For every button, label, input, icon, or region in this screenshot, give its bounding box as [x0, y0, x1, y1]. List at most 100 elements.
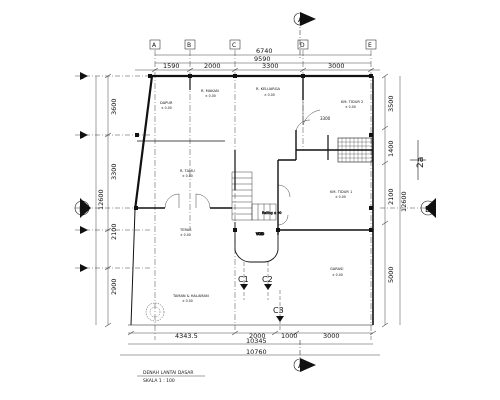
room-name: GARASI [330, 267, 343, 271]
section-marker-2a: 2a [410, 140, 426, 180]
dim-left-seg: 3300 [110, 163, 118, 180]
bathroom-hatch [337, 137, 373, 163]
section-marker-c3: C3 [273, 290, 284, 330]
grid-labels-top: A B C D E [149, 39, 377, 50]
dim-bottom-mid: 10345 [246, 337, 267, 345]
section-label: C2 [262, 275, 273, 284]
room-level: ± 0.00 [264, 93, 275, 97]
grid-label-text: 4 [80, 266, 84, 273]
grid-label-3: 3 [75, 226, 150, 235]
room-name: KM. TIDUR 1 [330, 190, 352, 194]
dimensions-bottom: 4343.5 2000 1000 3000 10345 10760 [120, 330, 380, 356]
dim-bottom-seg: 4343.5 [175, 332, 198, 340]
room-level: ± 0.00 [345, 105, 356, 109]
dim-right-seg: 5000 [387, 266, 395, 283]
section-marker-c2: C2 [262, 262, 273, 300]
dimensions-top: 6740 9590 1590 2000 3300 3000 [135, 47, 380, 73]
dim-right-seg: 3500 [387, 95, 395, 112]
dim-right-seg: 1400 [387, 140, 395, 157]
dim-left-total: 12600 [97, 189, 105, 210]
room-level: ± 0.00 [205, 94, 216, 98]
grid-label-text: 1 [80, 74, 84, 81]
dim-top-seg: 1590 [163, 62, 180, 70]
door-swings [164, 100, 321, 226]
dimensions-right: 3500 1400 2100 5000 12600 [381, 73, 408, 328]
dim-inner: 3300 [320, 116, 331, 121]
grid-label-text: A [152, 42, 157, 49]
section-label: B [425, 205, 431, 214]
dimensions-inner: 3300 [320, 116, 331, 121]
grid-label-text: E [368, 42, 372, 49]
room-name: R. TAMU [180, 169, 195, 173]
void-bay: VOID [234, 222, 279, 263]
dim-bottom-seg: 1000 [281, 332, 298, 340]
dim-left-seg: 2900 [110, 278, 118, 295]
grid-label-text: C [232, 42, 236, 49]
section-label-2a: 2a [416, 157, 426, 168]
dim-bottom-seg: 2000 [249, 332, 266, 340]
section-marker-a-top: A [293, 12, 316, 60]
grid-label-text: 3 [80, 228, 84, 235]
room-level: ± 0.00 [180, 233, 191, 237]
drawing-scale: SKALA 1 : 100 [143, 378, 175, 384]
room-level: ± 0.00 [182, 299, 193, 303]
room-name: R. KELUARGA [256, 87, 280, 91]
dim-bottom-seg: 3000 [323, 332, 340, 340]
grid-label-1: 1 [75, 72, 150, 81]
building-walls [128, 74, 374, 326]
room-teras: TERAS± 0.00 [179, 228, 192, 237]
dim-right-total: 12600 [400, 191, 408, 212]
grid-label-text: 2 [80, 133, 84, 140]
section-label: A [298, 361, 304, 370]
dim-left-seg: 3600 [110, 98, 118, 115]
dim-top-seg: 3300 [262, 62, 279, 70]
drawing-title-block: DENAH LANTAI DASAR SKALA 1 : 100 [137, 370, 205, 384]
room-taman: TAMAN & HALAMAN± 0.00 [172, 294, 209, 303]
dim-top-seg: 2000 [204, 62, 221, 70]
dimensions-left: 3600 3300 2100 2900 12600 [95, 73, 118, 328]
room-level: ± 0.00 [332, 273, 343, 277]
section-marker-b-right: B [380, 198, 436, 218]
section-label: C3 [273, 306, 284, 315]
room-level: ± 0.00 [161, 106, 172, 110]
room-name-void: VOID [256, 232, 265, 236]
room-name: TERAS [179, 228, 192, 232]
grid-label-a: A [149, 39, 161, 50]
grid-label-text: B [187, 42, 191, 49]
room-km-tidur2: KM. TIDUR 2± 0.00 [341, 100, 363, 109]
grid-label-b: B [184, 39, 196, 50]
grid-label-text: D [300, 42, 305, 49]
dim-left-seg: 2100 [110, 223, 118, 240]
section-markers-c: C1 C2 C3 [238, 262, 284, 330]
dim-bottom-outer: 10760 [246, 348, 267, 356]
room-makan: R. MAKAN± 0.00 [201, 89, 219, 98]
staircase: Railing ± 90 [231, 171, 282, 221]
room-level: ± 0.00 [335, 195, 346, 199]
room-level: ± 0.00 [182, 174, 193, 178]
stair-railing-note: Railing ± 90 [262, 211, 282, 215]
section-label: C1 [238, 275, 249, 284]
room-dapur: DAPUR± 0.00 [160, 101, 173, 110]
columns [134, 74, 373, 232]
section-marker-c1: C1 [238, 262, 249, 300]
room-tamu: R. TAMU± 0.00 [180, 169, 195, 178]
tree-symbol [145, 302, 165, 322]
room-labels: DAPUR± 0.00 R. MAKAN± 0.00 R. KELUARGA± … [160, 87, 363, 303]
dim-top-outer: 6740 [256, 47, 273, 55]
room-name: R. MAKAN [201, 89, 219, 93]
dim-right-seg: 2100 [387, 188, 395, 205]
grid-label-4: 4 [75, 264, 150, 273]
room-name: DAPUR [160, 101, 173, 105]
section-label: A [298, 15, 304, 24]
room-keluarga: R. KELUARGA ± 0.00 [256, 87, 280, 97]
section-label: B [79, 205, 85, 214]
room-name: KM. TIDUR 2 [341, 100, 363, 104]
room-km-tidur1: KM. TIDUR 1± 0.00 [330, 190, 352, 199]
grid-label-d: D [297, 39, 309, 50]
section-marker-a-bottom: A [293, 340, 316, 372]
room-name: TAMAN & HALAMAN [172, 294, 209, 298]
grid-label-e: E [365, 39, 377, 50]
dim-top-mid: 9590 [254, 55, 271, 63]
